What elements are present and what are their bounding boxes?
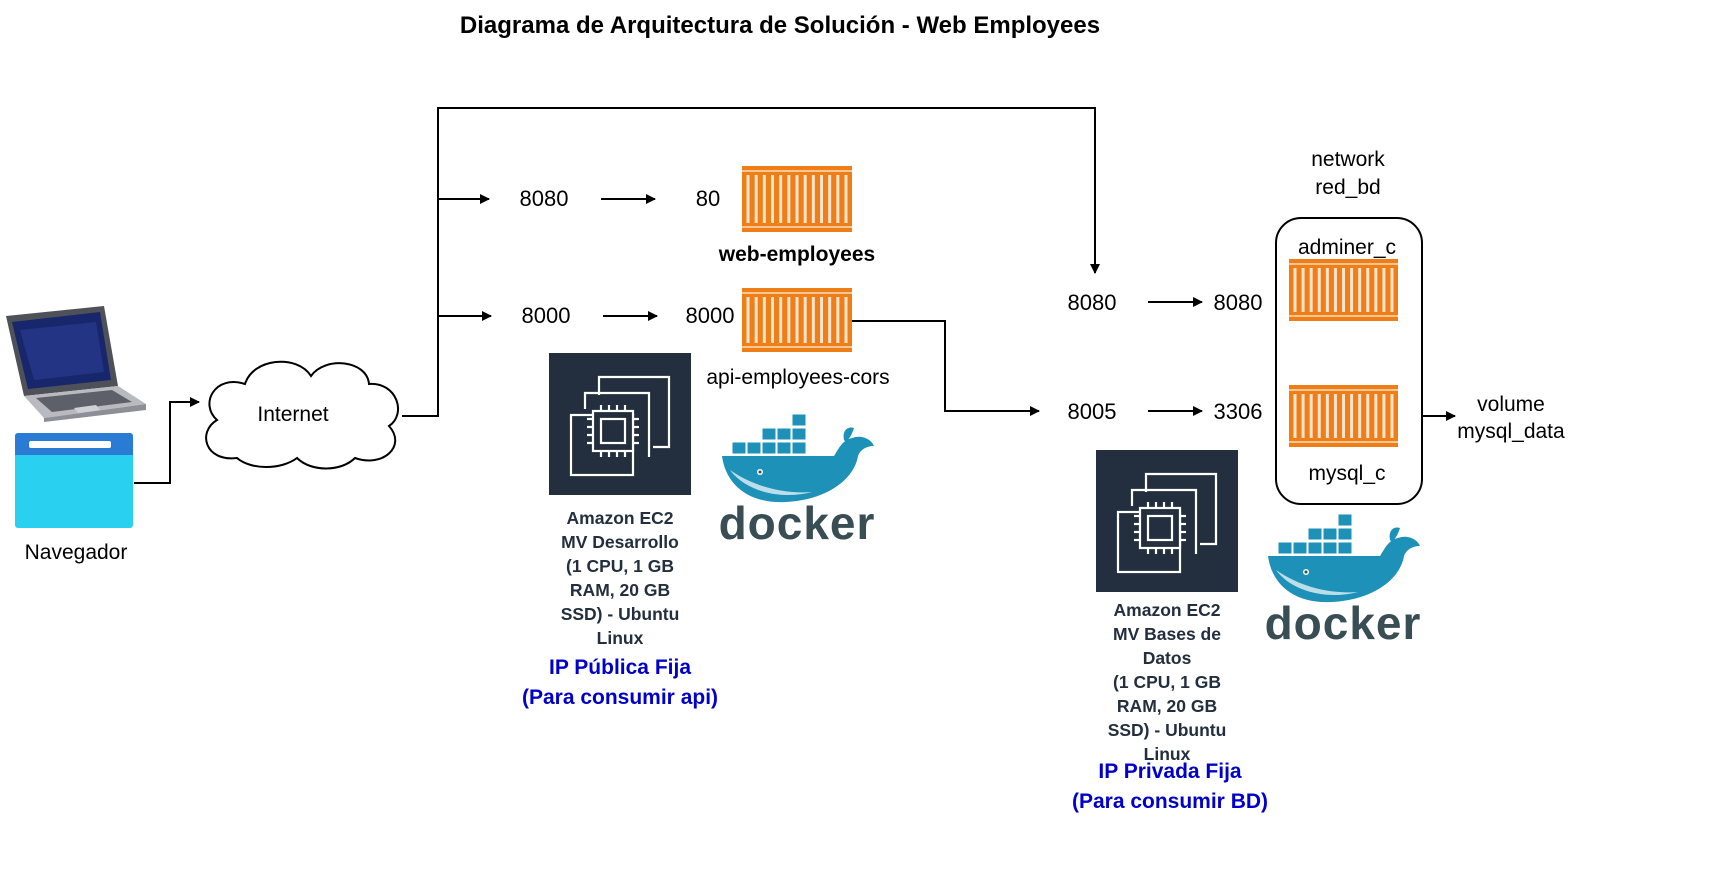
browser-label: Navegador bbox=[24, 541, 128, 564]
internet-label: Internet bbox=[257, 403, 329, 426]
ip-private-caption: IP Privada Fija (Para consumir BD) bbox=[1071, 760, 1269, 813]
laptop-icon bbox=[6, 306, 146, 422]
ec2-dev-caption: Amazon EC2 MV Desarrollo (1 CPU, 1 GB RA… bbox=[560, 508, 680, 648]
volume-label: volume mysql_data bbox=[1457, 393, 1565, 443]
ec2-db-icon bbox=[1096, 450, 1238, 592]
docker-db-logo: docker bbox=[1262, 510, 1424, 649]
ec2-db-caption: Amazon EC2 MV Bases de Datos (1 CPU, 1 G… bbox=[1107, 600, 1227, 764]
web-employees-container-icon bbox=[742, 166, 852, 232]
api-employees-container-icon bbox=[742, 288, 852, 352]
ec2-dev-icon bbox=[549, 353, 691, 495]
mysql-label: mysql_c bbox=[1308, 462, 1386, 485]
docker-dev-wordmark: docker bbox=[718, 497, 876, 549]
port-adminer-host: 8080 bbox=[1067, 290, 1117, 315]
browser-icon bbox=[15, 433, 133, 528]
port-api-container: 8000 bbox=[685, 303, 735, 328]
ip-public-caption: IP Pública Fija (Para consumir api) bbox=[521, 656, 719, 709]
diagram-title: Diagrama de Arquitectura de Solución - W… bbox=[459, 12, 1101, 39]
edge-browser-internet bbox=[134, 397, 200, 484]
adminer-container-icon bbox=[1289, 259, 1398, 321]
port-mysql-container: 3306 bbox=[1213, 399, 1263, 424]
network-label: network red_bd bbox=[1311, 148, 1385, 199]
docker-db-wordmark: docker bbox=[1264, 597, 1422, 649]
port-mysql-host: 8005 bbox=[1067, 399, 1117, 424]
port-web-container: 80 bbox=[695, 186, 721, 211]
api-employees-label: api-employees-cors bbox=[706, 366, 890, 389]
edge-api-8005 bbox=[852, 320, 1040, 416]
port-web-host: 8080 bbox=[519, 186, 569, 211]
port-adminer-container: 8080 bbox=[1213, 290, 1263, 315]
web-employees-label: web-employees bbox=[718, 243, 876, 266]
docker-dev-logo: docker bbox=[716, 410, 878, 549]
port-api-host: 8000 bbox=[521, 303, 571, 328]
adminer-label: adminer_c bbox=[1297, 236, 1397, 259]
internet-cloud-icon bbox=[205, 360, 399, 470]
docker-whale-icon bbox=[722, 413, 874, 503]
mysql-container-icon bbox=[1289, 385, 1398, 447]
docker-whale-icon bbox=[1268, 513, 1420, 603]
edge-internet-trunk bbox=[402, 107, 1100, 417]
